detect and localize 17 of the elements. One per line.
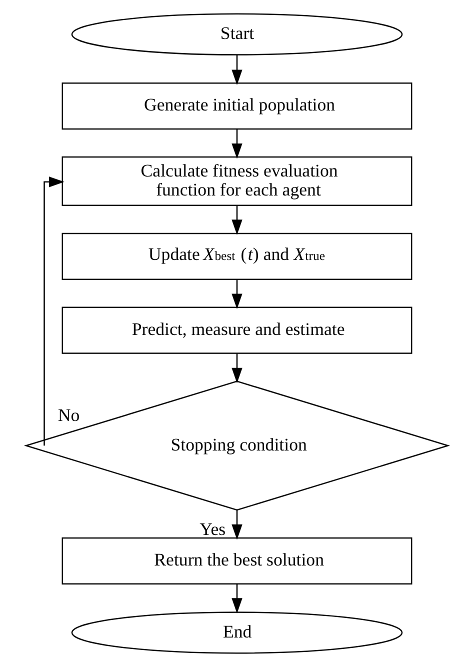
node-box: Generate initial population: [62, 82, 412, 130]
arrow: [232, 55, 242, 85]
node-box: Calculate fitness evaluation function for each agent: [62, 156, 412, 206]
node-box: Update Xbest (t) and Xtrue: [62, 232, 412, 280]
node-ellipse: End: [71, 612, 403, 654]
arrow: [44, 176, 64, 446]
edge-label: Yes: [200, 519, 226, 540]
arrow: [232, 129, 242, 159]
arrow: [232, 206, 242, 235]
arrow: [232, 354, 242, 384]
node-box: Return the best solution: [62, 537, 412, 585]
node-box: Predict, measure and estimate: [62, 306, 412, 354]
node-ellipse: Start: [71, 13, 403, 56]
arrow: [232, 584, 242, 614]
arrow: [232, 510, 242, 540]
arrow: [232, 279, 242, 310]
edge-label: No: [58, 405, 80, 426]
